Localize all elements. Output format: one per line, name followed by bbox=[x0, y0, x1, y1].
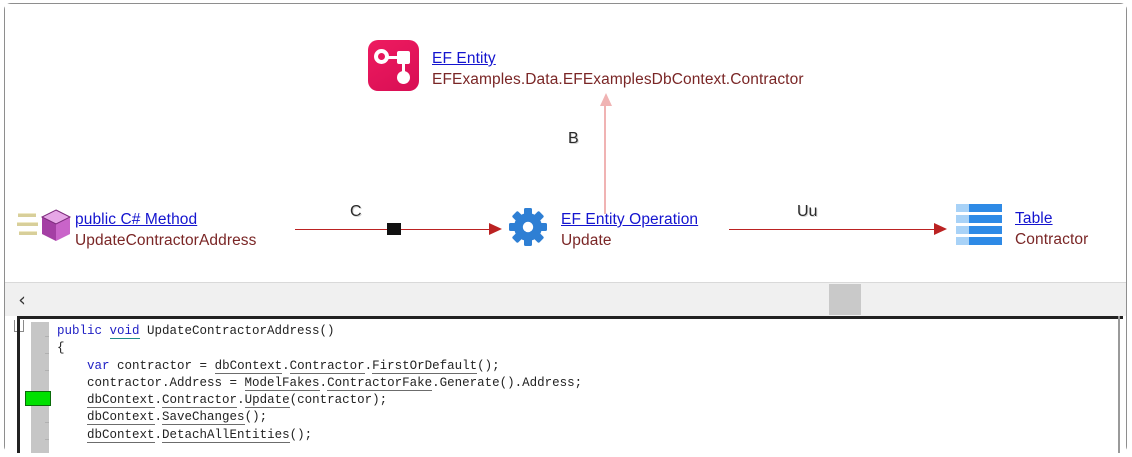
code-token: ContractorFake bbox=[327, 375, 433, 391]
edge-method-to-operation-marker[interactable] bbox=[387, 223, 401, 235]
chevron-left-icon[interactable]: ‹ bbox=[18, 288, 26, 311]
code-token: contractor = bbox=[109, 358, 215, 373]
code-token: (); bbox=[289, 427, 313, 442]
code-token: public bbox=[57, 324, 110, 338]
ef-entity-icon-link-horizontal bbox=[388, 56, 399, 59]
gear-icon bbox=[508, 207, 548, 247]
code-token: dbContext bbox=[87, 393, 155, 409]
code-token: (contractor); bbox=[289, 393, 388, 408]
node-ef-entity-subtitle: EFExamples.Data.EFExamplesDbContext.Cont… bbox=[432, 71, 804, 88]
code-token: void bbox=[109, 324, 140, 339]
code-token: .Generate().Address; bbox=[432, 375, 583, 390]
code-token: FirstOrDefault bbox=[372, 358, 478, 374]
code-token: (); bbox=[244, 410, 268, 425]
edge-label-c: C bbox=[350, 203, 362, 220]
code-token: . bbox=[154, 410, 163, 425]
code-token: DetachAllEntities bbox=[162, 427, 290, 443]
code-token: dbContext bbox=[87, 410, 155, 426]
edge-operation-to-table-arrowhead bbox=[934, 223, 947, 235]
edge-operation-to-entity-arrowhead bbox=[600, 93, 612, 106]
code-gutter[interactable] bbox=[31, 322, 49, 453]
code-panel-top-border bbox=[17, 316, 1123, 319]
edge-operation-to-entity-line bbox=[604, 104, 606, 214]
edge-method-to-operation-arrowhead bbox=[489, 223, 502, 235]
code-token: var bbox=[87, 358, 110, 373]
diagram-canvas[interactable]: EF Entity EFExamples.Data.EFExamplesDbCo… bbox=[5, 4, 1126, 281]
node-table-subtitle: Contractor bbox=[1015, 231, 1089, 248]
code-panel[interactable]: public void UpdateContractorAddress(){ v… bbox=[5, 316, 1126, 453]
code-token: . bbox=[154, 393, 163, 408]
code-token: dbContext bbox=[87, 427, 155, 443]
code-token: Contractor bbox=[289, 358, 365, 374]
code-token: contractor.Address = bbox=[57, 375, 245, 390]
code-token: dbContext bbox=[214, 358, 283, 374]
code-line: { bbox=[57, 340, 1112, 357]
code-line: dbContext.DetachAllEntities(); bbox=[57, 427, 1112, 444]
code-line: dbContext.SaveChanges(); bbox=[57, 409, 1112, 426]
code-line: contractor.Address = ModelFakes.Contract… bbox=[57, 375, 1112, 392]
code-token: . bbox=[237, 393, 245, 408]
code-line: var contractor = dbContext.Contractor.Fi… bbox=[57, 358, 1112, 375]
code-token: Update bbox=[244, 393, 290, 409]
code-token: . bbox=[319, 375, 328, 390]
node-ef-entity-operation-title[interactable]: EF Entity Operation bbox=[561, 211, 699, 228]
node-table-title[interactable]: Table bbox=[1015, 210, 1053, 227]
node-ef-entity-title[interactable]: EF Entity bbox=[432, 50, 496, 67]
ef-entity-icon bbox=[368, 40, 419, 91]
code-panel-left-border bbox=[17, 316, 20, 453]
code-token: ModelFakes bbox=[244, 375, 320, 391]
code-coverage-marker[interactable] bbox=[25, 391, 51, 406]
edge-operation-to-table-line bbox=[729, 229, 939, 230]
node-csharp-method-title[interactable]: public C# Method bbox=[75, 211, 198, 228]
code-line: public void UpdateContractorAddress() bbox=[57, 323, 1112, 340]
node-ef-entity-operation-subtitle: Update bbox=[561, 232, 612, 249]
code-token: Contractor bbox=[162, 393, 238, 409]
ef-entity-icon-square bbox=[397, 51, 410, 64]
code-panel-right-border bbox=[1118, 316, 1120, 453]
code-token: . bbox=[282, 358, 290, 373]
code-token: UpdateContractorAddress() bbox=[139, 324, 335, 338]
code-token bbox=[57, 410, 87, 424]
code-token bbox=[57, 359, 87, 373]
code-token: SaveChanges bbox=[162, 410, 245, 426]
ef-entity-icon-ring bbox=[374, 49, 389, 64]
node-csharp-method-subtitle: UpdateContractorAddress bbox=[75, 232, 257, 249]
edge-label-uu: Uu bbox=[797, 203, 818, 220]
code-text[interactable]: public void UpdateContractorAddress(){ v… bbox=[57, 323, 1112, 444]
code-line: dbContext.Contractor.Update(contractor); bbox=[57, 392, 1112, 409]
edge-label-b: B bbox=[568, 130, 579, 147]
code-token bbox=[57, 393, 87, 407]
scrollbar-thumb[interactable] bbox=[829, 284, 861, 315]
code-token: . bbox=[364, 358, 373, 373]
ef-entity-icon-link-vertical bbox=[402, 62, 405, 74]
csharp-method-cube-icon bbox=[40, 209, 72, 241]
code-token: { bbox=[57, 341, 65, 356]
ef-entity-icon-dot bbox=[397, 71, 410, 84]
code-token bbox=[57, 428, 87, 442]
code-token: . bbox=[154, 427, 163, 442]
csharp-method-icon bbox=[17, 207, 75, 243]
table-icon bbox=[956, 204, 1002, 246]
code-token: (); bbox=[477, 358, 500, 373]
horizontal-scrollbar[interactable]: ‹ bbox=[5, 282, 1126, 317]
